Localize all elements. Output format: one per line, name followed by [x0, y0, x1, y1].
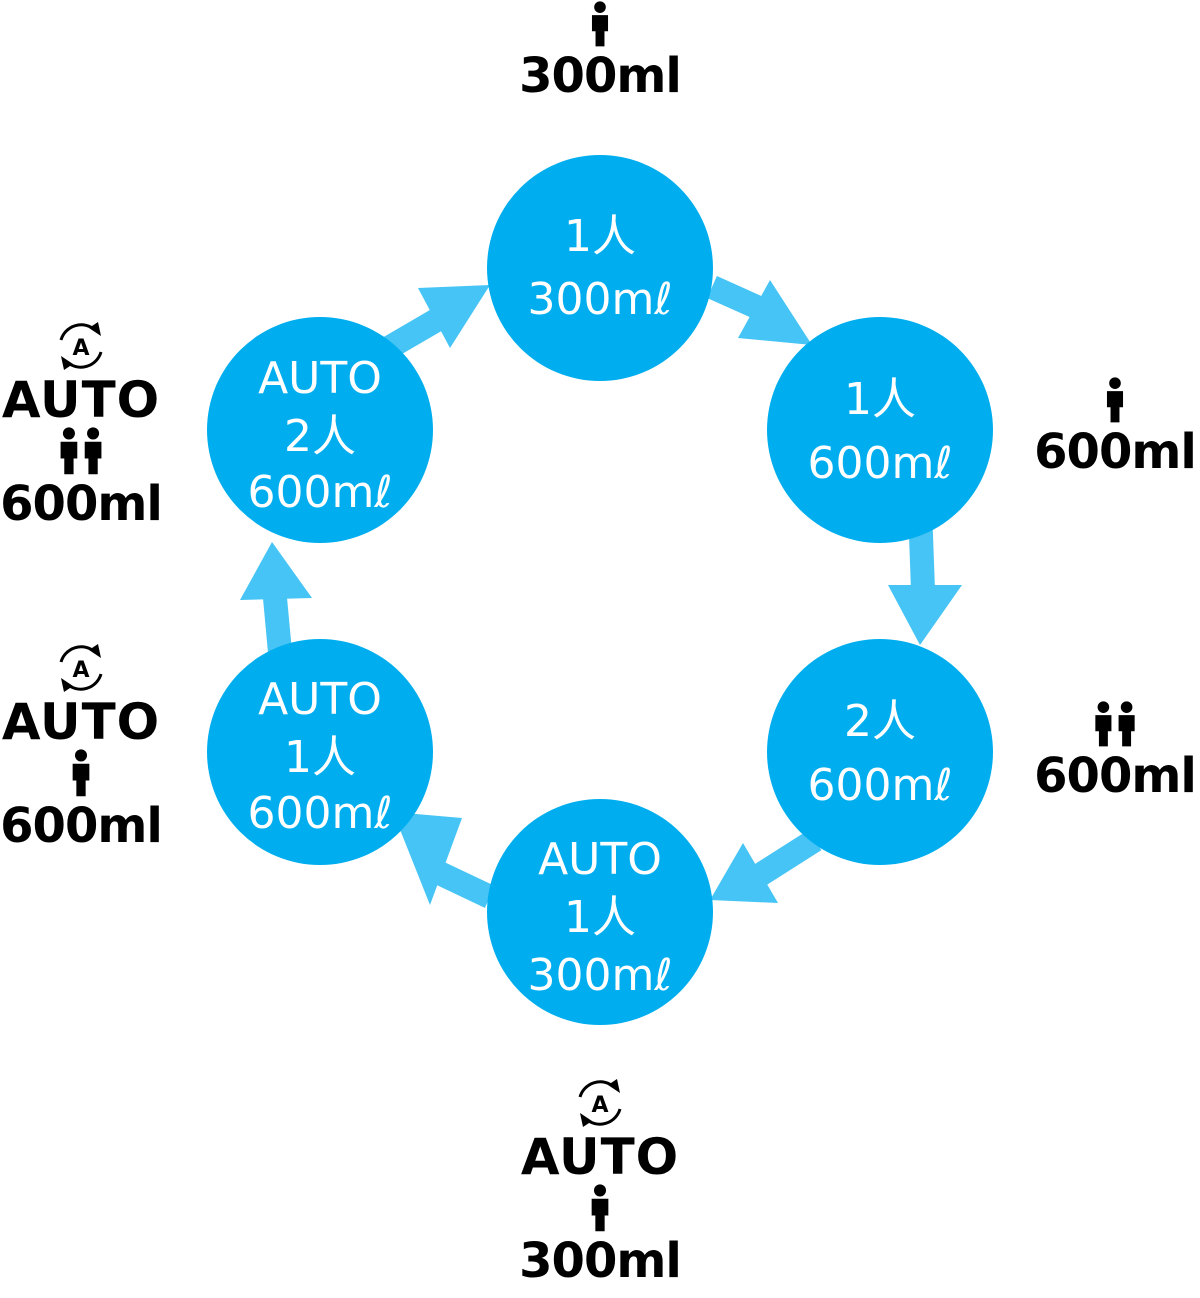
svg-text:A: A	[72, 658, 89, 683]
node-line: 300mℓ	[527, 950, 672, 1001]
display-left-lower: A AUTO 600ml	[0, 640, 163, 854]
person-icon	[591, 1, 609, 47]
mode-node-3: 2人 600mℓ	[767, 639, 993, 865]
svg-text:A: A	[591, 1093, 608, 1118]
arrow-node4-to-node5	[393, 812, 496, 908]
mode-node-1: 1人 300mℓ	[487, 155, 713, 381]
node-line: AUTO	[258, 674, 382, 725]
auto-cycle-icon: A	[59, 322, 103, 370]
person-icon	[72, 749, 90, 797]
volume-label: 300ml	[519, 1233, 682, 1289]
display-top: 300ml	[500, 0, 700, 102]
volume-label: 600ml	[1034, 424, 1197, 480]
display-right-lower: 600ml	[1030, 700, 1200, 802]
node-line: 600mℓ	[807, 438, 952, 489]
node-line: 1人	[844, 374, 916, 425]
auto-cycle-icon: A	[59, 644, 103, 692]
volume-label: 600ml	[0, 798, 163, 854]
arrow-node6-to-node1	[378, 285, 490, 361]
node-line: 300mℓ	[527, 274, 672, 325]
mode-node-2: 1人 600mℓ	[767, 317, 993, 543]
node-line: 2人	[844, 696, 916, 747]
volume-label: 600ml	[1034, 748, 1197, 804]
arrow-node1-to-node2	[707, 276, 812, 345]
auto-label: AUTO	[1, 371, 161, 429]
arrow-node3-to-node4	[710, 829, 822, 903]
node-line: 1人	[284, 732, 356, 783]
display-left-upper: A AUTO 600ml	[0, 318, 163, 532]
person-icon	[1106, 377, 1124, 423]
auto-cycle-icon: A	[578, 1079, 622, 1127]
two-persons-icon	[60, 427, 102, 475]
node-line: 600mℓ	[247, 467, 392, 518]
volume-label: 600ml	[0, 476, 163, 532]
mode-node-5: AUTO 1人 600mℓ	[207, 639, 433, 865]
node-line: 600mℓ	[247, 788, 392, 839]
auto-label: AUTO	[1, 693, 161, 751]
node-line: AUTO	[258, 353, 382, 404]
node-line: AUTO	[538, 834, 662, 885]
volume-label: 300ml	[519, 48, 682, 104]
auto-label: AUTO	[520, 1128, 680, 1186]
two-persons-icon	[1095, 701, 1135, 747]
node-line: 600mℓ	[807, 760, 952, 811]
node-line: 1人	[564, 892, 636, 943]
arrow-node5-to-node6	[240, 542, 312, 654]
svg-text:A: A	[72, 336, 89, 361]
mode-node-6: AUTO 2人 600mℓ	[207, 317, 433, 543]
mode-node-4: AUTO 1人 300mℓ	[487, 799, 713, 1025]
node-line: 2人	[284, 411, 356, 462]
node-line: 1人	[564, 211, 636, 262]
display-bottom: A AUTO 300ml	[500, 1075, 700, 1287]
display-right-upper: 600ml	[1030, 376, 1200, 478]
person-icon	[591, 1184, 609, 1232]
